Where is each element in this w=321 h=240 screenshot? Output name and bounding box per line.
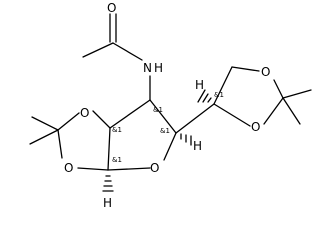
bond-c4-c5 [175,103,215,134]
c5-hydrogen-label: H [195,78,204,92]
bond-o-bottom-c1 [77,167,109,171]
amide-hydrogen-label: H [154,61,163,75]
structure-svg: O N H O O O O O H H H &1 &1 &1 &1 &1 [29,1,312,210]
bond-o-top-quat [273,79,284,99]
stereo-label-c4: &1 [160,127,170,135]
hash-bond-c1-h [102,175,114,192]
hash-bond-c4-h [180,133,192,146]
bond-c1-o-ring [107,167,151,171]
bond-left-quat-methyl-down [29,129,59,145]
left-bottom-oxygen-label: O [64,161,73,175]
carbonyl-oxygen-label: O [107,1,116,15]
bond-ch2-o-top [231,66,260,72]
bond-c3-c4 [149,99,177,134]
bond-c2-c1 [107,127,111,171]
c4-hydrogen-label: H [193,139,202,153]
dioxolane-bottom-oxygen-label: O [251,120,260,134]
bond-carbonyl-nitrogen [112,42,143,61]
bond-quat-o-bottom [263,97,284,125]
bond-o-top-c2 [92,110,111,129]
stereo-label-c3: &1 [153,106,163,114]
bond-left-quat-o-bottom [57,129,63,159]
bond-o-bottom-c5 [213,103,251,127]
bond-c2-c3 [109,99,151,129]
bond-right-quat-methyl-down [282,97,301,125]
molecule-diagram: O N H O O O O O H H H &1 &1 &1 &1 &1 [29,1,312,210]
hash-bond-c5-h [197,89,212,103]
stereo-label-c2: &1 [112,126,122,134]
amide-nitrogen-label: N [143,61,152,75]
bond-left-quat-methyl-up [31,116,59,131]
left-top-oxygen-label: O [80,106,89,120]
bond-methyl-carbonyl [82,42,114,58]
bond-c4-o-ring [163,132,177,161]
stereo-label-c1: &1 [112,156,122,164]
dioxolane-top-oxygen-label: O [261,65,270,79]
bond-right-quat-methyl-up [282,89,312,99]
bond-c5-ch2 [213,66,233,105]
bond-left-quat-o-top [57,112,80,131]
furanose-oxygen-label: O [150,161,159,175]
stereo-label-c5: &1 [214,91,224,99]
c3-hydrogen-label: H [103,196,112,210]
